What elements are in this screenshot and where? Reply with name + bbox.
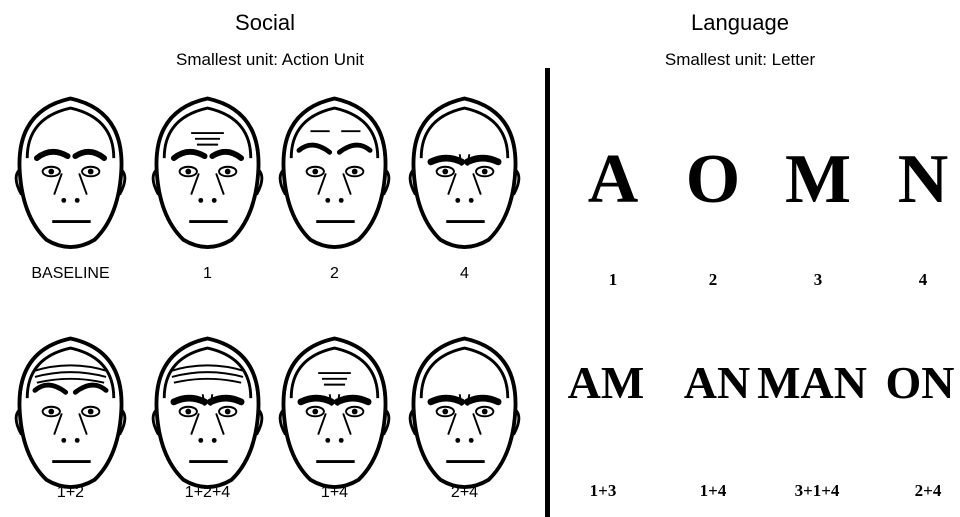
- face-5: [8, 330, 133, 495]
- face-2: [145, 90, 270, 255]
- letter-code: 3: [763, 270, 873, 290]
- face-drawing: [8, 330, 133, 495]
- face-7: [272, 330, 397, 495]
- letter-n: N: [868, 145, 960, 215]
- social-title: Social: [170, 10, 360, 36]
- face-4: [402, 90, 527, 255]
- face-label: 1: [145, 265, 270, 283]
- face-3: [272, 90, 397, 255]
- face-label: 1+2+4: [145, 484, 270, 502]
- face-label: 2: [272, 265, 397, 283]
- face-6: [145, 330, 270, 495]
- face-drawing: [8, 90, 133, 255]
- face-drawing: [272, 90, 397, 255]
- face-1: [8, 90, 133, 255]
- face-label: 1+2: [8, 484, 133, 502]
- word-code: 2+4: [858, 481, 960, 501]
- social-subtitle: Smallest unit: Action Unit: [120, 50, 420, 70]
- face-drawing: [272, 330, 397, 495]
- face-8: [402, 330, 527, 495]
- face-drawing: [145, 330, 270, 495]
- letter-a: A: [558, 145, 668, 215]
- letter-code: 4: [868, 270, 960, 290]
- face-label: 2+4: [402, 484, 527, 502]
- face-drawing: [145, 90, 270, 255]
- face-drawing: [402, 330, 527, 495]
- face-label: 4: [402, 265, 527, 283]
- letter-m: M: [763, 145, 873, 215]
- letter-code: 1: [558, 270, 668, 290]
- section-divider: [545, 68, 550, 517]
- letter-code: 2: [658, 270, 768, 290]
- letter-o: O: [658, 145, 768, 215]
- face-label: 1+4: [272, 484, 397, 502]
- word-on: ON: [850, 360, 960, 406]
- face-drawing: [402, 90, 527, 255]
- face-label: BASELINE: [8, 265, 133, 283]
- language-subtitle: Smallest unit: Letter: [600, 50, 880, 70]
- language-title: Language: [640, 10, 840, 36]
